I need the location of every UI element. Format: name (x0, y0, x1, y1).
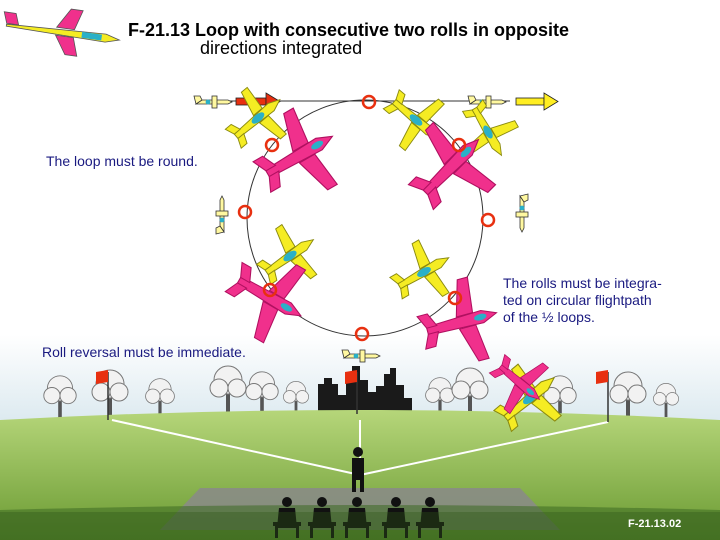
page-title: F-21.13 Loop with consecutive two rolls … (128, 20, 570, 40)
flag-icon (96, 370, 109, 420)
note-loop-round: The loop must be round. (46, 153, 198, 169)
judge-figure-icon (273, 447, 444, 538)
figure-markers (237, 94, 496, 342)
flag-icon (596, 370, 609, 422)
airplane-logo-icon (3, 8, 121, 57)
note-rolls-integrated: The rolls must be integra- ted on circul… (503, 275, 662, 326)
note-rolls-line: ted on circular flightpath (503, 292, 652, 308)
castle-silhouette-icon (318, 366, 412, 420)
note-roll-reversal: Roll reversal must be immediate. (42, 344, 246, 360)
note-rolls-line: of the ½ loops. (503, 309, 595, 325)
page-subtitle: directions integrated (200, 38, 363, 58)
note-rolls-line: The rolls must be integra- (503, 275, 662, 291)
flag-icon (345, 370, 358, 414)
exit-arrow-icon (515, 92, 559, 111)
figure-code: F-21.13.02 (628, 518, 682, 530)
